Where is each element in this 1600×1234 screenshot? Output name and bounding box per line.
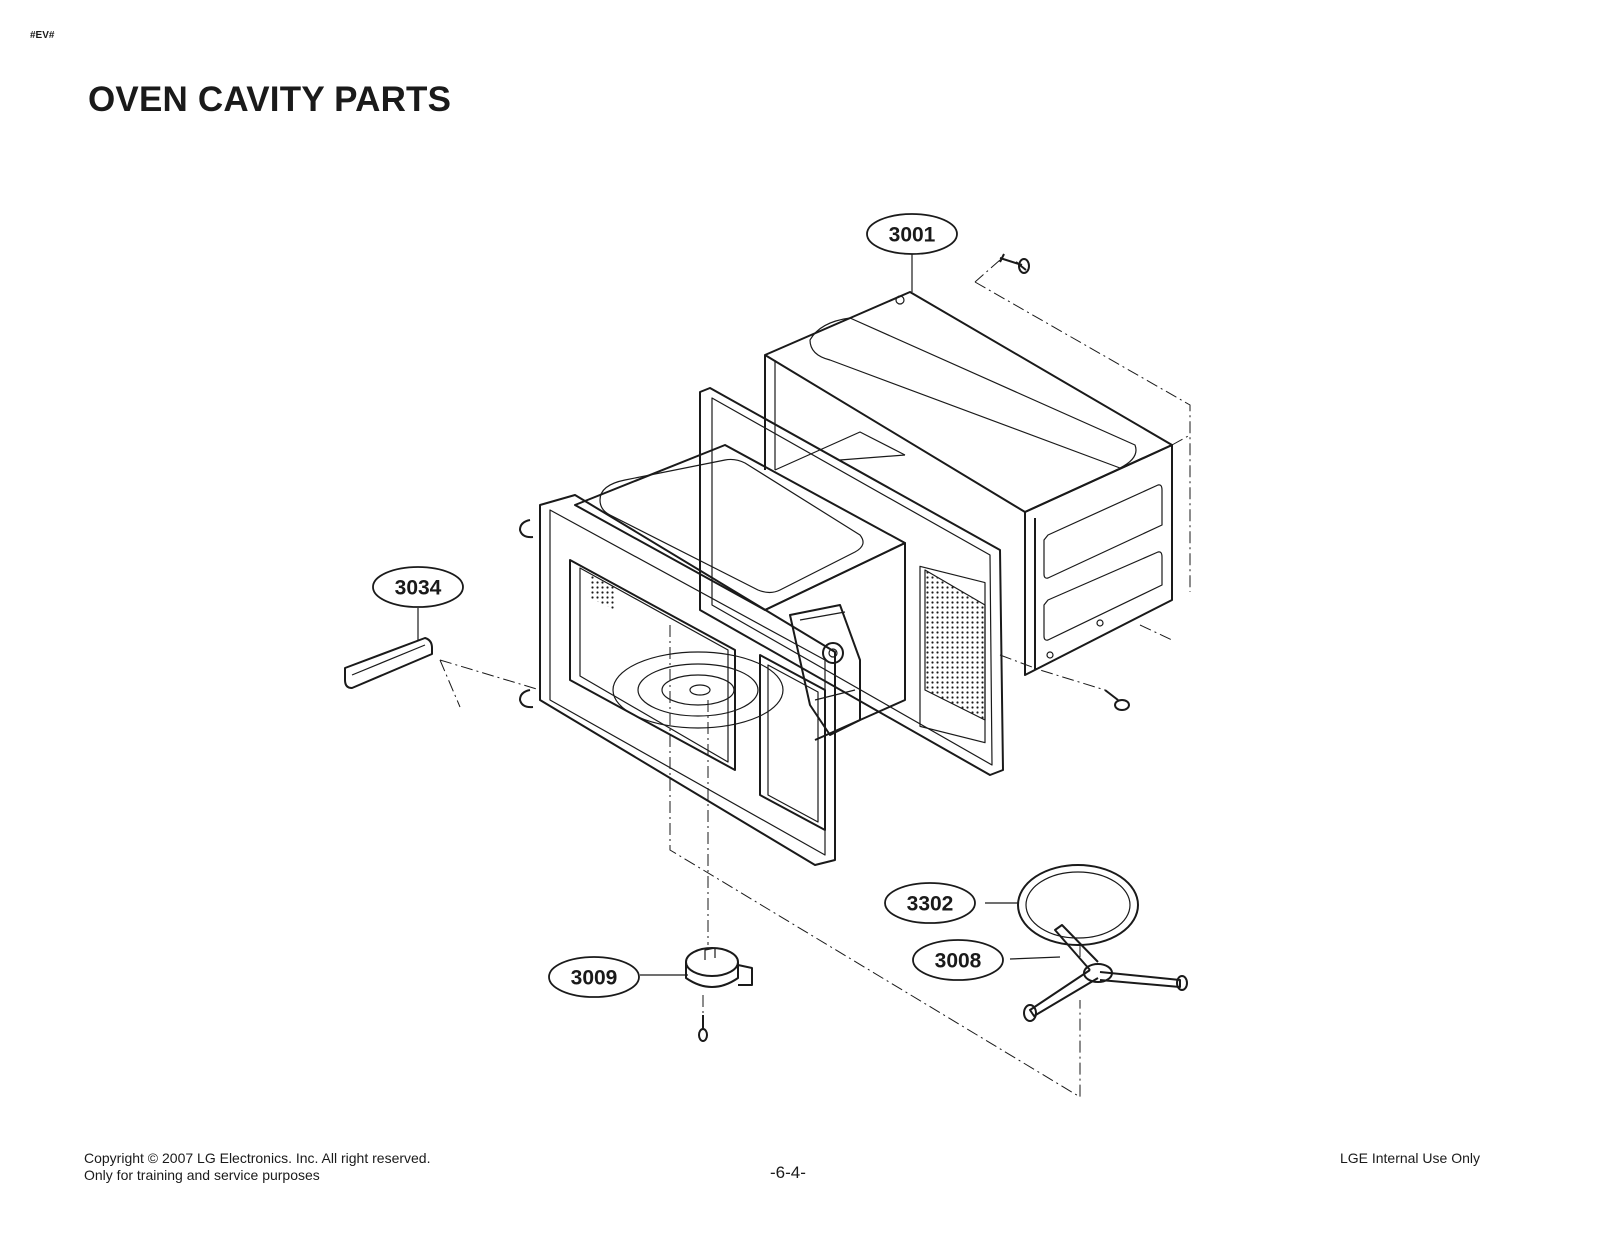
leader-lines: [417, 254, 1061, 976]
callout-label: 3008: [935, 950, 982, 973]
callout-3009: 3009: [548, 956, 640, 998]
screw-motor-icon: [698, 1015, 708, 1042]
page-title: OVEN CAVITY PARTS: [88, 80, 452, 119]
screw-top-icon: [999, 253, 1030, 274]
screw-side-icon: [1104, 689, 1130, 711]
callout-label: 3302: [907, 893, 954, 916]
copyright-text: Copyright © 2007 LG Electronics. Inc. Al…: [84, 1150, 431, 1166]
purpose-text: Only for training and service purposes: [84, 1167, 320, 1183]
callout-3034: 3034: [372, 566, 464, 608]
internal-use-text: LGE Internal Use Only: [1339, 1150, 1480, 1166]
callout-label: 3009: [571, 967, 618, 990]
callout-3001: 3001: [866, 213, 958, 255]
callout-label: 3001: [889, 224, 936, 247]
outer-case: [764, 291, 1173, 676]
document-tag: #EV#: [30, 30, 55, 41]
inner-cavity: [519, 444, 906, 866]
callout-3008: 3008: [912, 939, 1004, 981]
assembly-guide-lines: [439, 259, 1191, 1098]
page-number: -6-4-: [770, 1163, 806, 1182]
rear-panel-frame: [699, 387, 1004, 776]
roller-ring: [1023, 924, 1188, 1022]
glass-tray: [1017, 864, 1139, 946]
waveguide-cover: [344, 637, 433, 689]
callout-3302: 3302: [884, 882, 976, 924]
turntable-motor: [685, 947, 753, 988]
footer-left: Copyright © 2007 LG Electronics. Inc. Al…: [84, 1150, 430, 1184]
motor-bracket: [789, 604, 861, 736]
callout-label: 3034: [395, 577, 442, 600]
